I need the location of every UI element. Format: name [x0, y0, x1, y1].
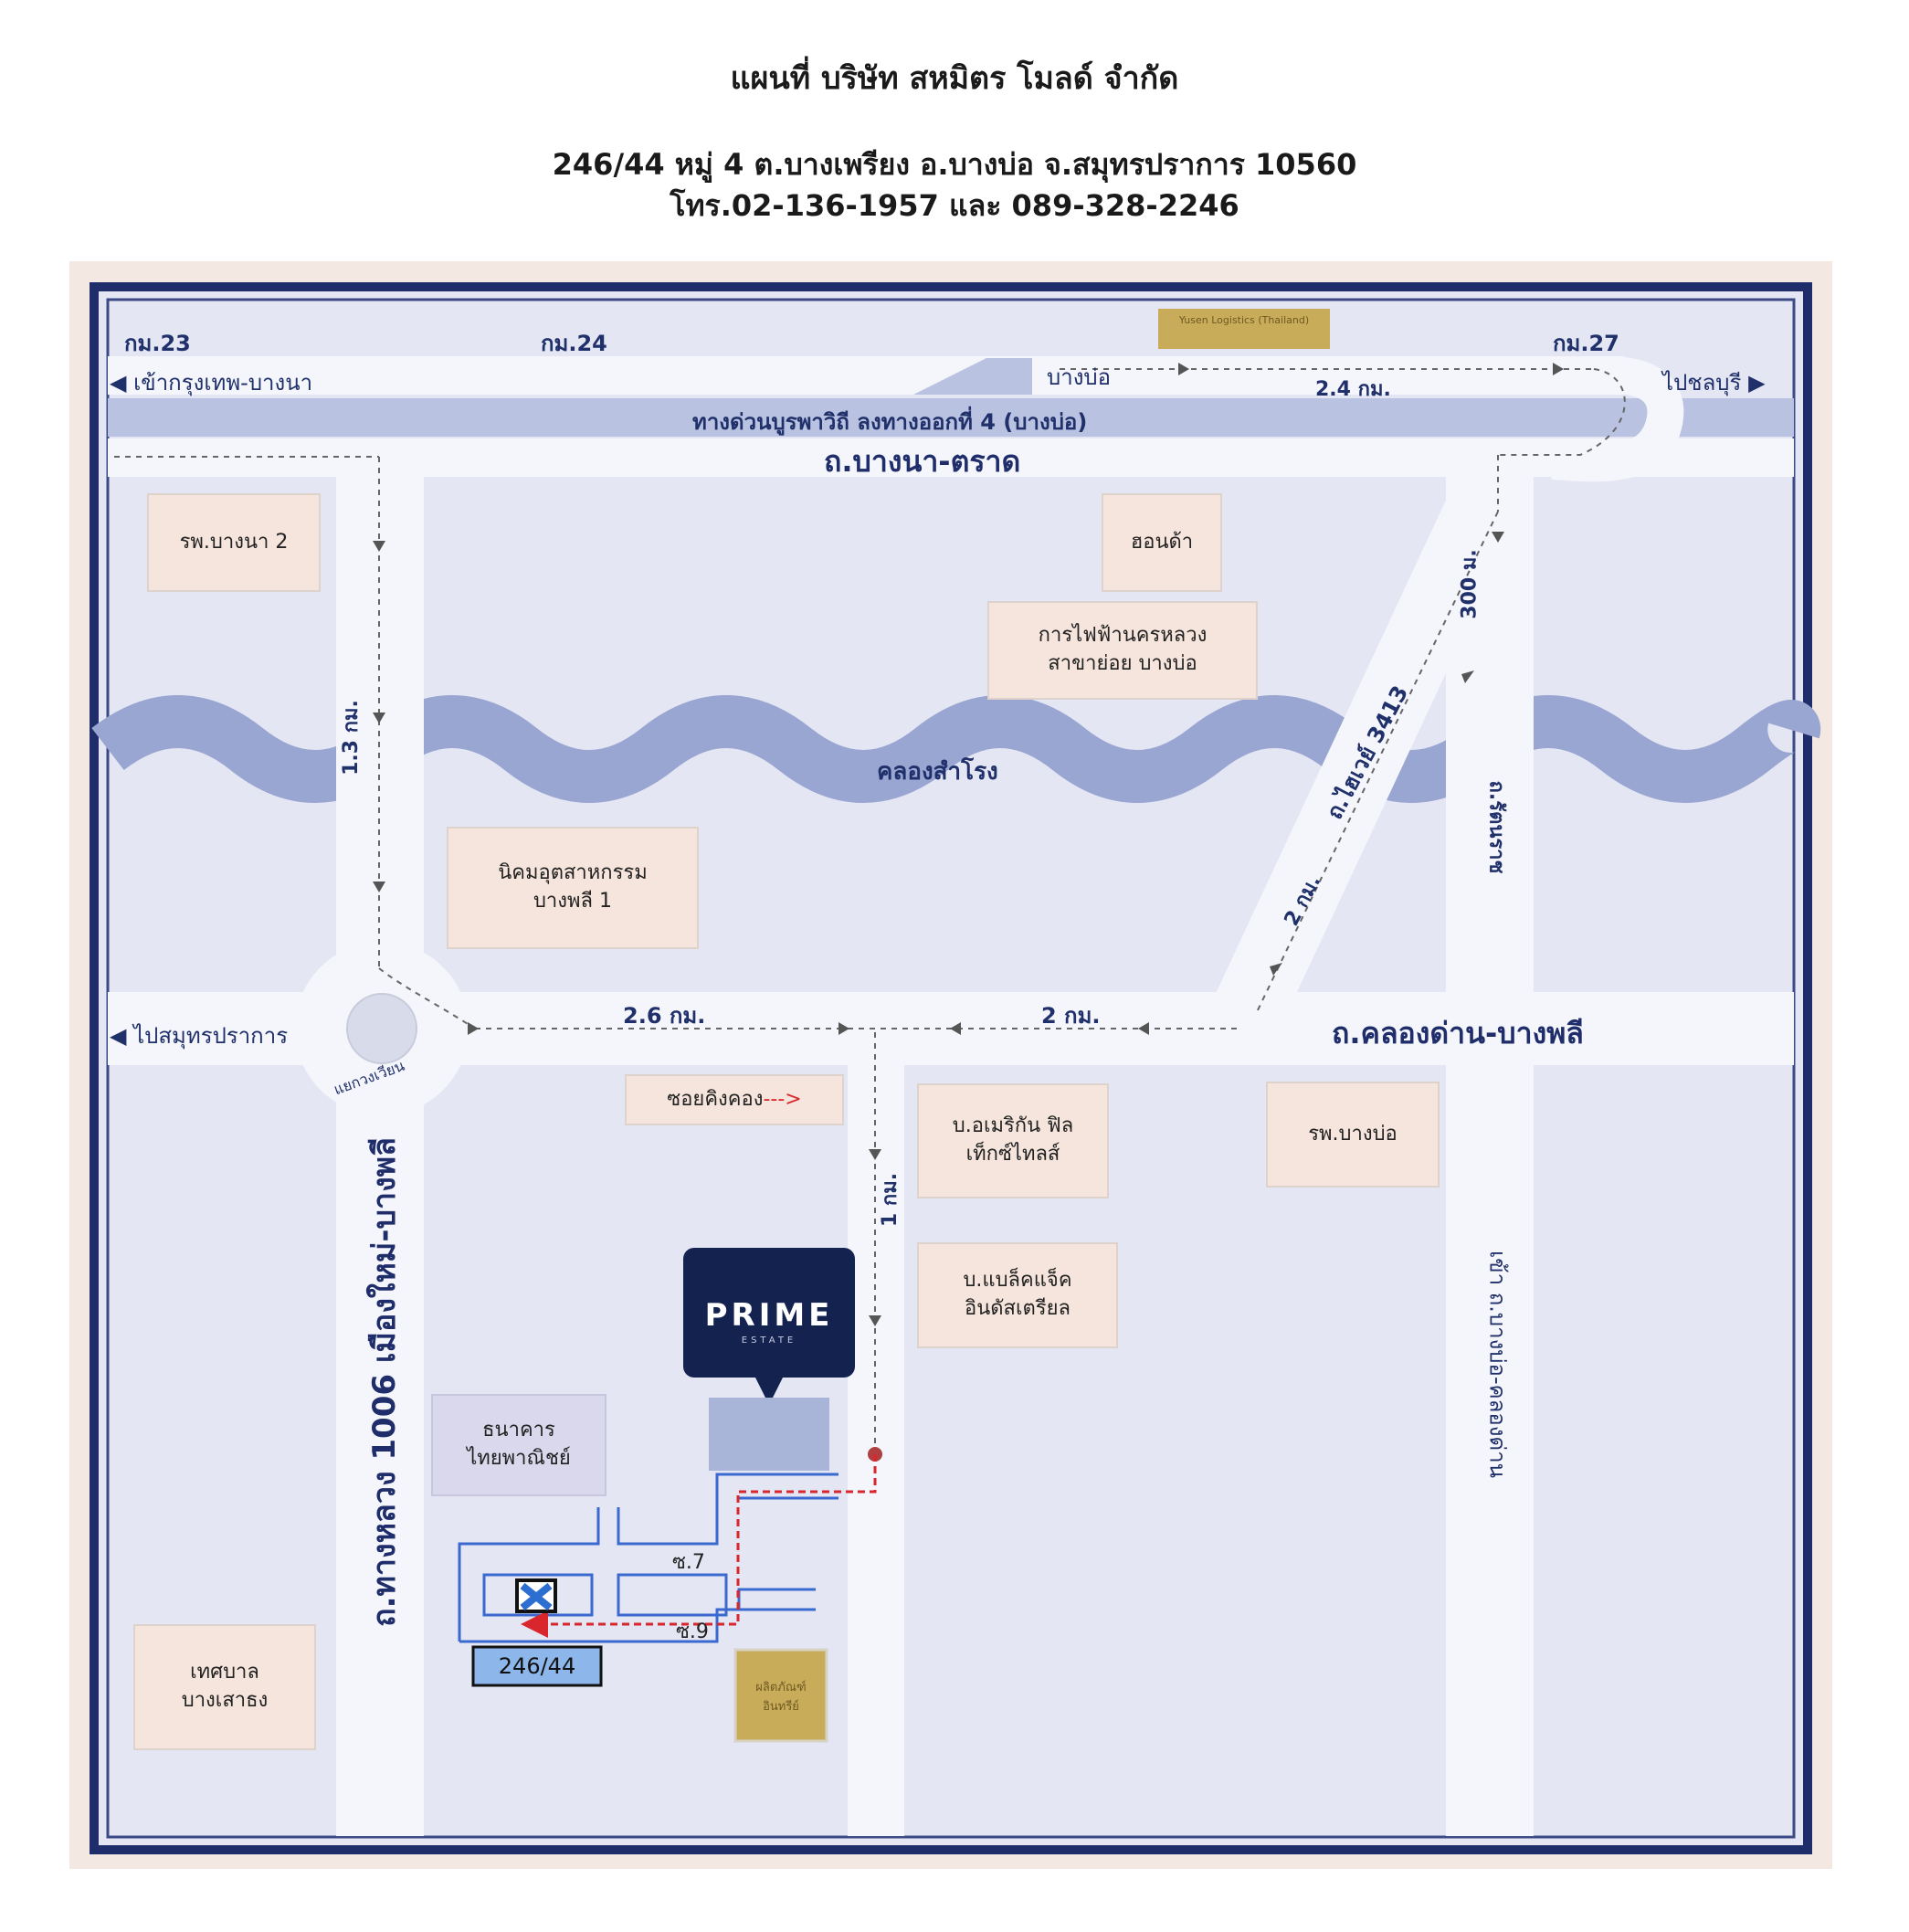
target-address-label: 246/44	[498, 1653, 576, 1679]
khlongdan-bangphli-label: ถ.คลองด่าน-บางพลี	[1332, 1016, 1584, 1050]
road-rattanarach	[1446, 475, 1534, 1836]
bangna-trat-road	[108, 438, 1794, 477]
soi-kingkong-text: ซอยคิงคอง	[667, 1087, 764, 1111]
company-address: 246/44 หมู่ 4 ต.บางเพรียง อ.บางบ่อ จ.สมุ…	[552, 147, 1357, 182]
km-marker-27: กม.27	[1553, 331, 1619, 356]
to-bangkok-label: ◀ เข้ากรุงเทพ-บางนา	[110, 370, 313, 396]
prime-logo-pin	[683, 1248, 855, 1378]
prime-logo-subtext: ESTATE	[741, 1336, 797, 1346]
yusen-sign-text: Yusen Logistics (Thailand)	[1178, 314, 1310, 326]
distance-2-km: 2 กม.	[1041, 1003, 1101, 1029]
canal-label: คลองสำโรง	[877, 758, 998, 786]
distance-1-km: 1 กม.	[879, 1172, 902, 1228]
distance-1-3-km: 1.3 กม.	[339, 700, 363, 776]
km-marker-24: กม.24	[541, 331, 607, 356]
place-bangsaothong-municipality: เทศบาล บางเสาธง	[133, 1624, 316, 1750]
soi-7-label: ซ.7	[672, 1551, 705, 1574]
distance-2-4-km: 2.4 กม.	[1315, 378, 1391, 401]
to-chonburi-text: ไปชลบุรี	[1662, 370, 1742, 396]
soi-9-label: ซ.9	[676, 1621, 709, 1643]
bangna-trat-label: ถ.บางนา-ตราด	[824, 444, 1021, 479]
to-samutprakan-text: ไปสมุทรปราการ	[133, 1023, 289, 1049]
to-bangkok-text: เข้ากรุงเทพ-บางนา	[133, 370, 313, 396]
distance-300-m: 300 ม.	[1458, 549, 1482, 619]
company-phone: โทร.02-136-1957 และ 089-328-2246	[670, 188, 1239, 223]
expressway-label: ทางด่วนบูรพาวิถี ลงทางออกที่ 4 (บางบ่อ)	[692, 409, 1088, 435]
to-bangbo-khlongdan-label: เข้า ถ.บางบ่อ-คลองด่าน	[1484, 1251, 1511, 1478]
route-to-target	[521, 1454, 877, 1638]
road-3413	[1208, 459, 1532, 1039]
place-soi-kingkong: ซอยคิงคอง--->	[625, 1074, 844, 1125]
place-scb-bank: ธนาคาร ไทยพาณิชย์	[431, 1394, 606, 1496]
small-sign	[733, 1648, 828, 1743]
place-mea: การไฟฟ้านครหลวง สาขาย่อย บางบ่อ	[987, 601, 1258, 700]
to-chonburi-label: ไปชลบุรี ▶	[1662, 370, 1766, 396]
place-bangbo-hospital: รพ.บางบ่อ	[1266, 1082, 1440, 1188]
prime-logo-text: PRIME	[704, 1297, 834, 1334]
prime-building	[709, 1398, 829, 1471]
to-samutprakan-label: ◀ ไปสมุทรปราการ	[110, 1023, 289, 1049]
place-blackjack: บ.แบล็คแจ็ค อินดัสเตรียล	[917, 1242, 1118, 1348]
bang-bo-label: บางบ่อ	[1047, 364, 1112, 390]
top-road	[108, 356, 1624, 395]
map-title: แผนที่ บริษัท สหมิตร โมลด์ จำกัด	[730, 60, 1179, 97]
rattanarach-label: ถ.รัตนราช	[1484, 780, 1508, 874]
distance-2-6-km: 2.6 กม.	[623, 1003, 706, 1029]
yusen-sign	[1158, 309, 1330, 349]
km-marker-23: กม.23	[124, 331, 191, 356]
place-industrial-estate: นิคมอุตสาหกรรม บางพลี 1	[447, 827, 699, 949]
place-bangna2-hospital: รพ.บางนา 2	[147, 493, 321, 592]
soi-layout	[458, 1473, 838, 1643]
target-label-box	[471, 1645, 603, 1687]
small-sign-text: ผลิตภัณฑ์ อินทรีย์	[755, 1681, 807, 1714]
place-honda: ฮอนด้า	[1102, 493, 1222, 592]
highway-1006-label: ถ.ทางหลวง 1006 เมืองใหม่-บางพลี	[366, 1137, 403, 1627]
place-american-textiles: บ.อเมริกัน ฟิล เท็กซ์ไทลส์	[917, 1083, 1109, 1198]
expressway-band	[108, 398, 1794, 437]
